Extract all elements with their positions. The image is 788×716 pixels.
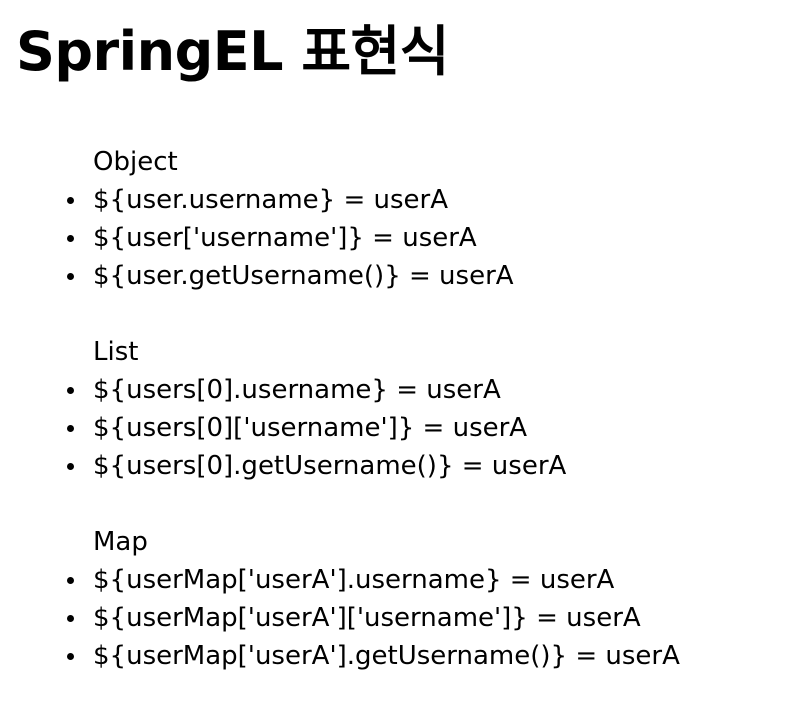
slide-content-body: Object ${user.username} = userA ${user['… xyxy=(60,143,760,675)
bullet-list-list: ${users[0].username} = userA ${users[0][… xyxy=(60,371,760,485)
bullet-dot-icon xyxy=(67,615,74,622)
bullet-dot-icon xyxy=(67,463,74,470)
group-header-map: Map xyxy=(93,527,148,557)
bullet-dot-icon xyxy=(67,387,74,394)
list-item: ${user.username} = userA xyxy=(60,181,760,219)
bullet-dot-icon xyxy=(67,273,74,280)
list-item-label: ${users[0].username} = userA xyxy=(93,375,501,405)
list-item: ${userMap['userA'].username} = userA xyxy=(60,561,760,599)
bullet-list-map: ${userMap['userA'].username} = userA ${u… xyxy=(60,561,760,675)
list-item-label: ${userMap['userA']['username']} = userA xyxy=(93,603,641,633)
list-item: ${user['username']} = userA xyxy=(60,219,760,257)
page-title: SpringEL 표현식 xyxy=(16,20,449,83)
bullet-dot-icon xyxy=(67,425,74,432)
list-item-label: ${userMap['userA'].getUsername()} = user… xyxy=(93,641,680,671)
list-item-label: ${users[0]['username']} = userA xyxy=(93,413,528,443)
content-group-list: List ${users[0].username} = userA ${user… xyxy=(60,333,760,485)
bullet-dot-icon xyxy=(67,235,74,242)
list-item: ${userMap['userA'].getUsername()} = user… xyxy=(60,637,760,675)
list-item: ${user.getUsername()} = userA xyxy=(60,257,760,295)
bullet-dot-icon xyxy=(67,577,74,584)
list-item-label: ${users[0].getUsername()} = userA xyxy=(93,451,567,481)
list-item: ${users[0]['username']} = userA xyxy=(60,409,760,447)
content-group-object: Object ${user.username} = userA ${user['… xyxy=(60,143,760,295)
list-item-label: ${userMap['userA'].username} = userA xyxy=(93,565,615,595)
bullet-dot-icon xyxy=(67,197,74,204)
content-group-map: Map ${userMap['userA'].username} = userA… xyxy=(60,523,760,675)
list-item-label: ${user['username']} = userA xyxy=(93,223,477,253)
bullet-list-object: ${user.username} = userA ${user['usernam… xyxy=(60,181,760,295)
bullet-dot-icon xyxy=(67,653,74,660)
list-item-label: ${user.username} = userA xyxy=(93,185,449,215)
list-item: ${users[0].getUsername()} = userA xyxy=(60,447,760,485)
list-item: ${users[0].username} = userA xyxy=(60,371,760,409)
list-item-label: ${user.getUsername()} = userA xyxy=(93,261,514,291)
list-item: ${userMap['userA']['username']} = userA xyxy=(60,599,760,637)
group-header-list: List xyxy=(93,337,139,367)
group-header-object: Object xyxy=(93,147,178,177)
